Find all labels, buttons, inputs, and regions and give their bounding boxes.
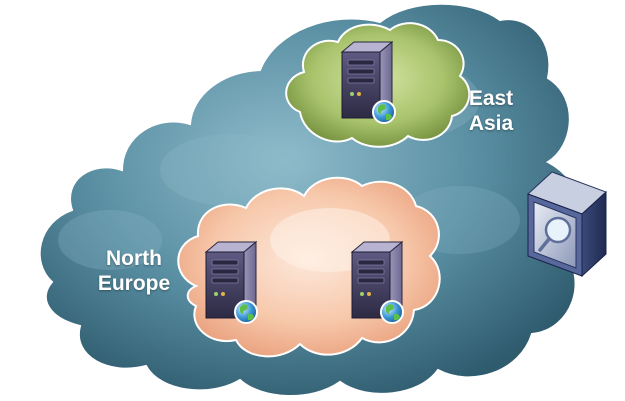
region-label-line: East (468, 87, 514, 110)
region-label-line: Europe (97, 272, 171, 295)
globe-icon (372, 100, 396, 124)
region-label-line: Asia (468, 112, 514, 135)
globe-icon (234, 300, 258, 324)
server-icon (205, 241, 258, 324)
search-icon (527, 171, 607, 278)
region-label-line: North (106, 247, 162, 270)
globe-icon (380, 300, 404, 324)
region-label-north-europe: North Europe (86, 246, 182, 296)
region-label-east-asia: East Asia (456, 86, 526, 136)
server-icon (341, 41, 396, 124)
server-icon (351, 241, 404, 324)
